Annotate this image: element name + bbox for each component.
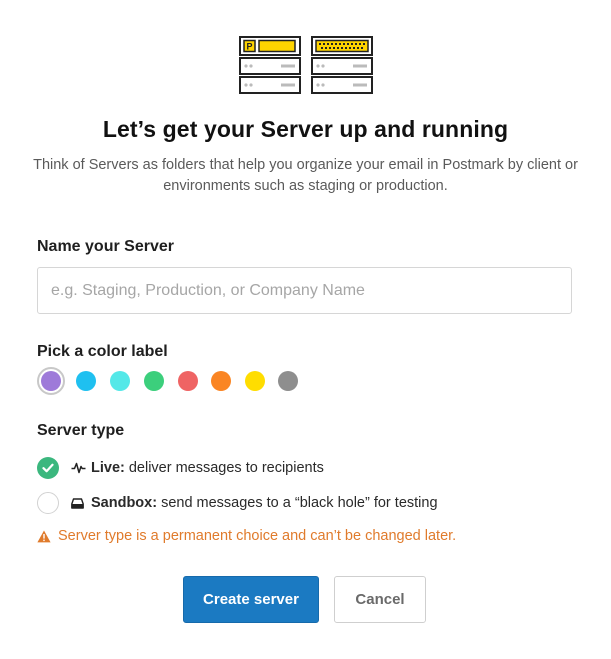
permanent-choice-warning: Server type is a permanent choice and ca… <box>37 528 456 544</box>
live-option-description: deliver messages to recipients <box>128 460 324 476</box>
color-swatch-yellow[interactable] <box>245 371 265 391</box>
cancel-button[interactable]: Cancel <box>334 576 426 623</box>
color-swatch-orange[interactable] <box>211 371 231 391</box>
sandbox-option-description: send messages to a “black hole” for test… <box>161 495 438 511</box>
color-swatch-gray[interactable] <box>278 371 298 391</box>
inbox-tray-icon <box>71 496 86 510</box>
live-option-name: Live: <box>91 460 125 476</box>
checkmark-icon <box>42 463 54 473</box>
sandbox-radio[interactable] <box>37 492 59 514</box>
color-swatch-green[interactable] <box>144 371 164 391</box>
page-subtitle: Think of Servers as folders that help yo… <box>33 157 578 194</box>
live-radio[interactable] <box>37 457 59 479</box>
activity-pulse-icon <box>71 461 86 475</box>
sandbox-option-name: Sandbox: <box>91 495 158 511</box>
color-swatch-red[interactable] <box>178 371 198 391</box>
server-type-sandbox-option[interactable]: Sandbox: send messages to a “black hole”… <box>37 492 438 514</box>
server-type-heading: Server type <box>37 422 125 439</box>
color-label-heading: Pick a color label <box>37 343 168 360</box>
create-server-button[interactable]: Create server <box>183 576 319 623</box>
warning-text: Server type is a permanent choice and ca… <box>58 528 457 544</box>
page-title: Let’s get your Server up and running <box>102 116 509 142</box>
server-type-live-option[interactable]: Live: deliver messages to recipients <box>37 457 324 479</box>
color-swatch-blue[interactable] <box>76 371 96 391</box>
warning-triangle-icon <box>37 530 51 542</box>
server-illustration: P <box>0 36 611 96</box>
server-rack-keyboard-icon <box>310 36 373 94</box>
badge-letter: P <box>246 42 252 52</box>
server-name-label: Name your Server <box>37 238 174 255</box>
server-rack-icon: P <box>238 36 301 94</box>
server-name-input[interactable] <box>37 267 572 314</box>
color-swatch-cyan[interactable] <box>110 371 130 391</box>
color-swatch-purple[interactable] <box>41 371 61 391</box>
